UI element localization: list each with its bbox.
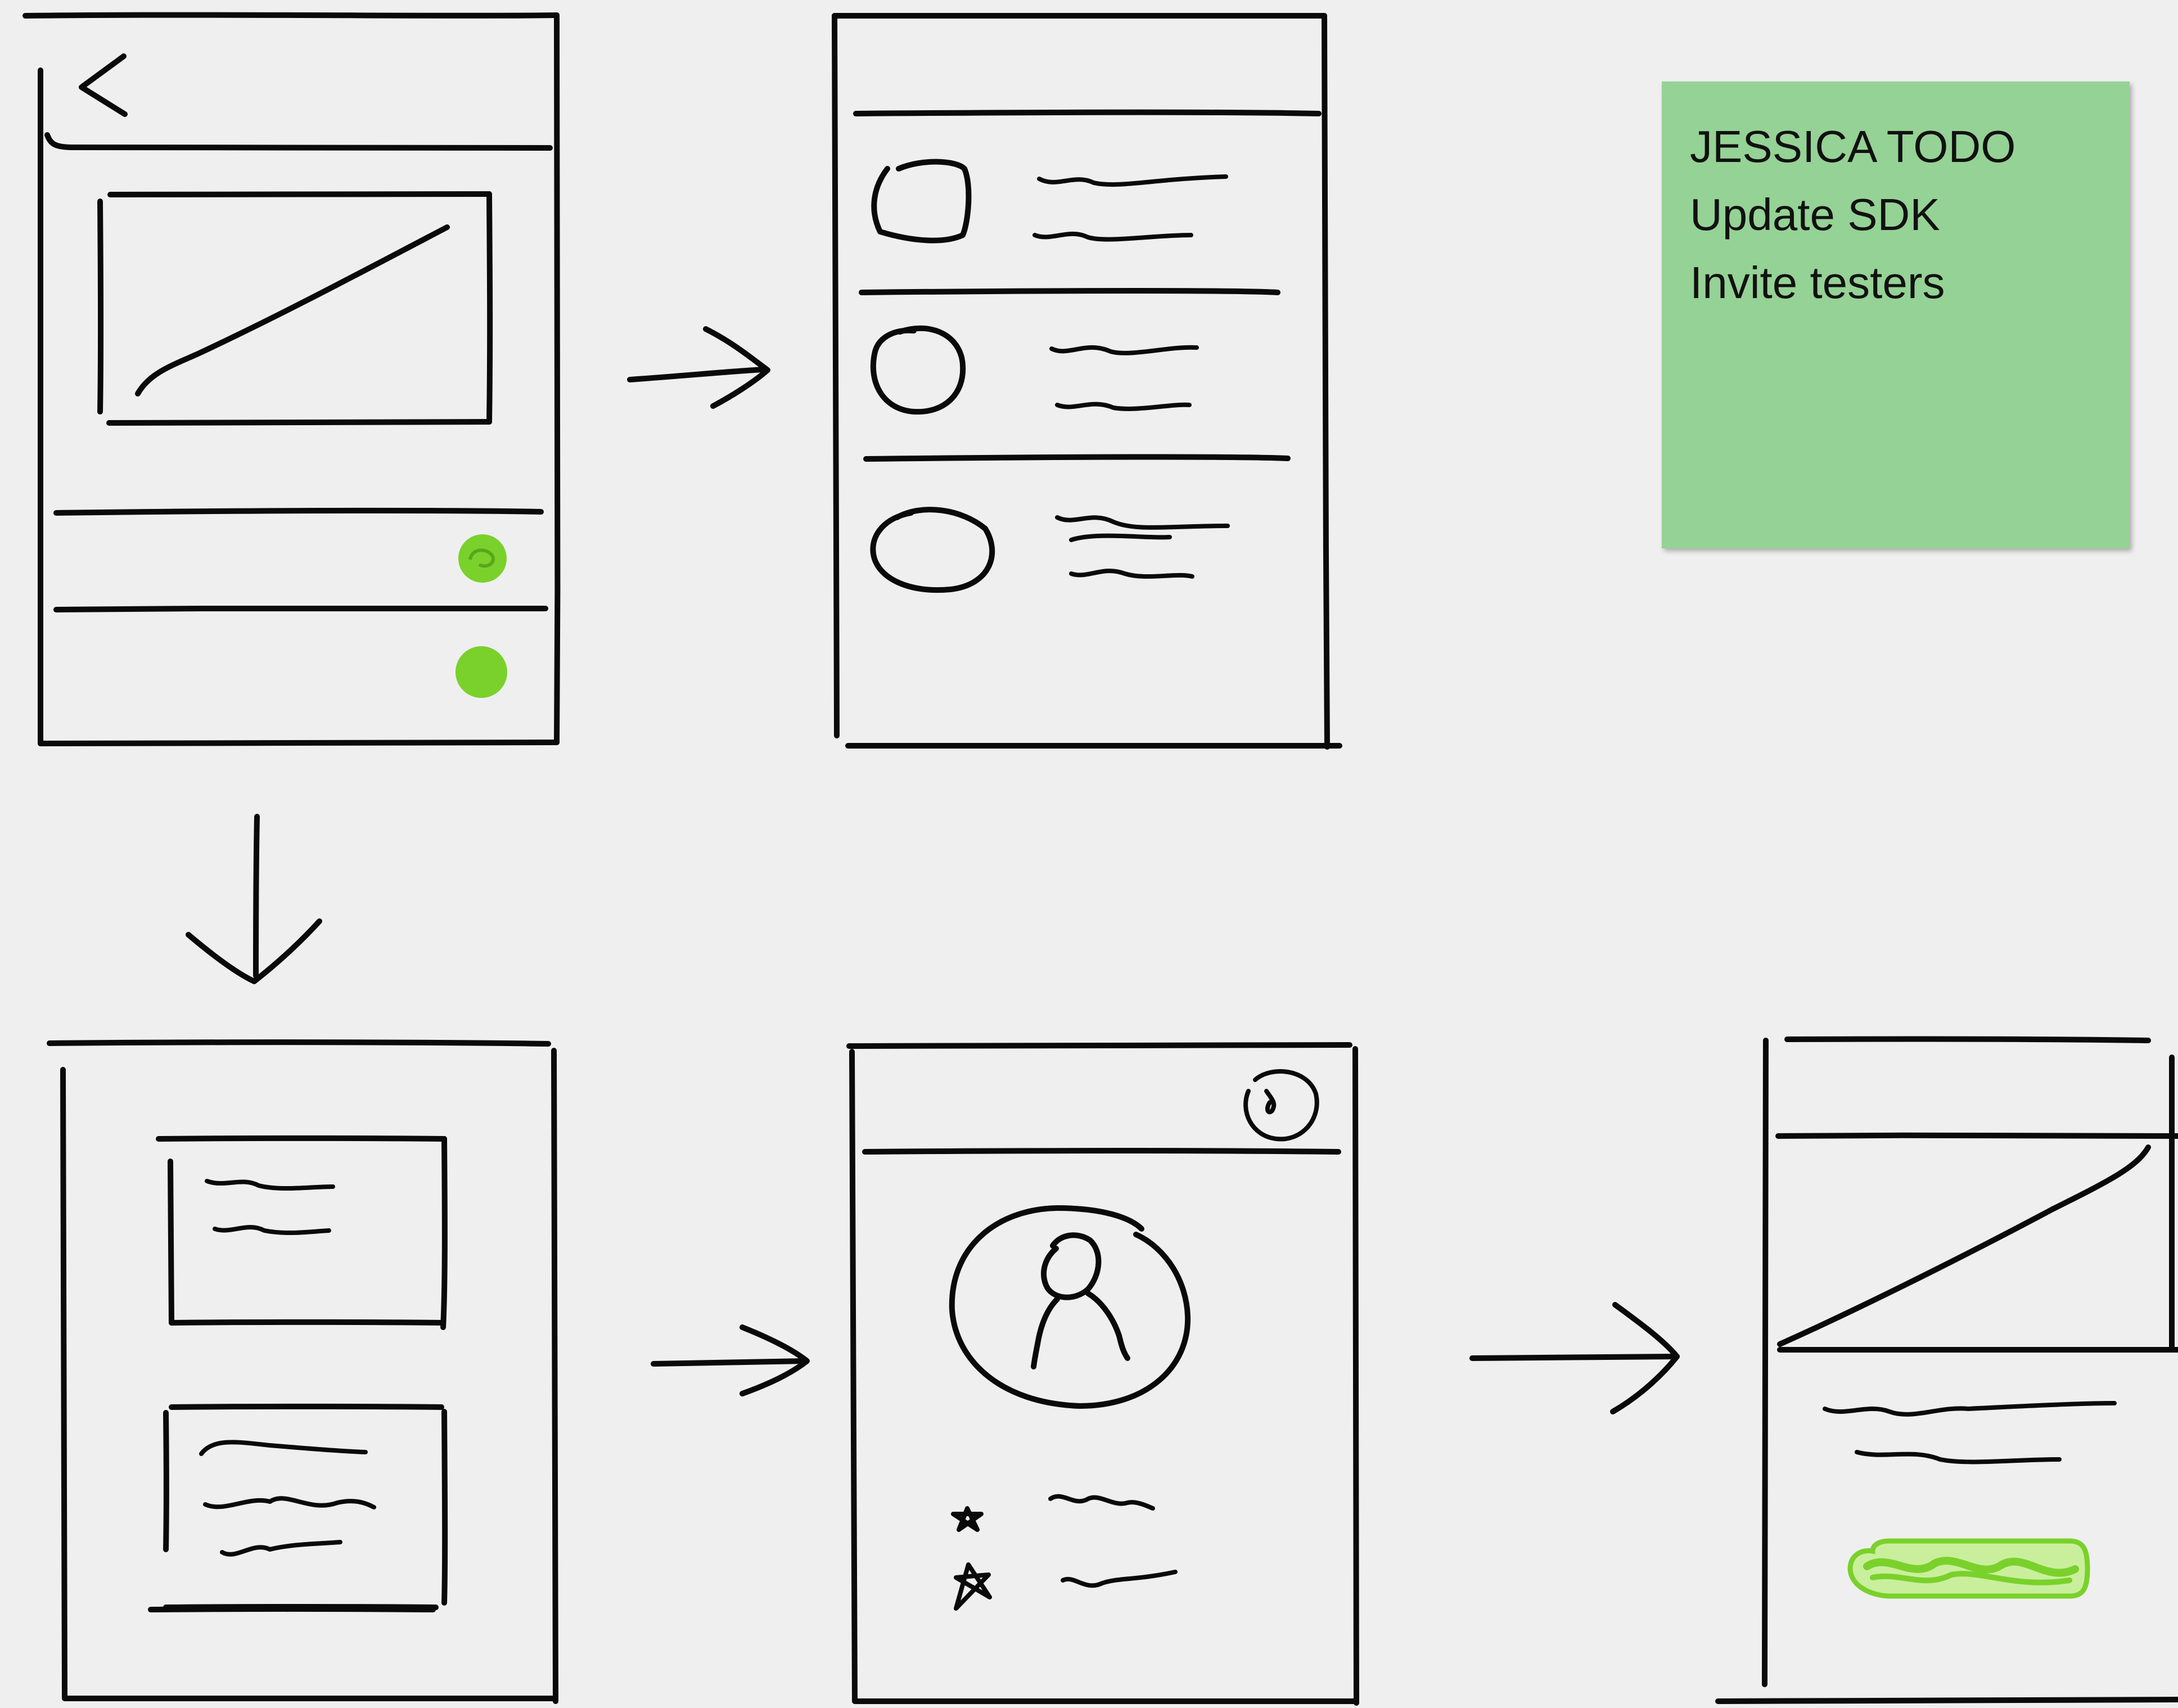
- list-item-3: [870, 507, 1230, 593]
- back-arrow-icon: [79, 53, 128, 117]
- wireframe-screen-3: [47, 1039, 558, 1704]
- flow-arrow-right-3: [1469, 1302, 1680, 1414]
- star-icon: [951, 1506, 984, 1532]
- wireframe-screen-5: [1715, 1036, 2178, 1704]
- wireframe-screen-2: [832, 12, 1342, 750]
- flow-arrow-right-1: [627, 326, 770, 409]
- toggle-dot-1: [458, 534, 507, 583]
- list-item-1: [871, 159, 1228, 244]
- sticky-note-line: Invite testers: [1690, 258, 1945, 308]
- chart-placeholder: [1777, 1144, 2151, 1347]
- flow-arrow-down: [186, 814, 322, 984]
- action-button: [1847, 1538, 2090, 1599]
- star-icon: [954, 1562, 992, 1611]
- card-2: [163, 1403, 448, 1610]
- list-item-2: [870, 325, 1199, 415]
- toggle-dot-2: [456, 646, 507, 698]
- sticky-note-line: Update SDK: [1690, 190, 1940, 240]
- card-1: [156, 1135, 448, 1330]
- sticky-note-title: JESSICA TODO: [1690, 121, 2016, 172]
- flow-arrow-right-2: [651, 1324, 810, 1396]
- sticky-note: JESSICA TODO Update SDK Invite testers: [1662, 82, 2130, 548]
- star-row-1: [951, 1494, 1155, 1532]
- text-lines: [1823, 1401, 2117, 1464]
- wireframe-screen-1: [22, 12, 561, 746]
- settings-icon: [1243, 1069, 1319, 1142]
- star-row-2: [954, 1562, 1178, 1611]
- avatar: [949, 1205, 1191, 1409]
- wireframe-screen-4: [846, 1042, 1359, 1706]
- chart-placeholder: [97, 191, 493, 426]
